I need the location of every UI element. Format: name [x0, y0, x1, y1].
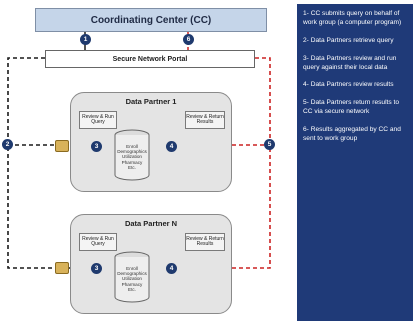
step-badge-5: 5: [264, 139, 275, 150]
right-return-route: [232, 57, 271, 269]
step-badge-3: 3: [91, 141, 102, 152]
partner-title: Data Partner 1: [125, 97, 177, 106]
coordinating-center-box: Coordinating Center (CC): [35, 8, 267, 32]
lock-icon: [55, 262, 69, 274]
step-badge-1: 1: [80, 34, 91, 45]
step-badge-6: 6: [183, 34, 194, 45]
database-icon: [114, 129, 150, 181]
steps-legend-panel: 1- CC submits query on behalf of work gr…: [297, 4, 413, 321]
step-badge-4: 4: [166, 263, 177, 274]
distributed-query-diagram: Coordinating Center (CC) 1 6 Secure Netw…: [2, 8, 275, 314]
review-return-results-box: Review & Return Results: [185, 111, 225, 129]
step-badge-2: 2: [2, 139, 13, 150]
partner-title: Data Partner N: [124, 219, 178, 228]
step-badge-3: 3: [91, 263, 102, 274]
step-badge-4: 4: [166, 141, 177, 152]
left-request-route: [7, 57, 70, 269]
step-text-1: 1- CC submits query on behalf of work gr…: [303, 10, 402, 26]
secure-network-portal-box: Secure Network Portal: [45, 50, 255, 68]
review-run-query-box: Review & Run Query: [79, 233, 117, 251]
local-data-label: Enroll Demographics Utilization Pharmacy…: [117, 265, 147, 292]
data-partner-n-panel: Data Partner N Review & Run Query Review…: [70, 214, 232, 314]
step-text-2: 2- Data Partners retrieve query: [303, 36, 394, 44]
step-text-5: 5- Data Partners return results to CC vi…: [303, 99, 400, 116]
local-data-label: Enroll Demographics Utilization Pharmacy…: [117, 143, 147, 170]
review-return-results-box: Review & Return Results: [185, 233, 225, 251]
step-text-3: 3- Data Partners review and run query ag…: [303, 54, 397, 71]
review-run-query-box: Review & Run Query: [79, 111, 117, 129]
lock-icon: [55, 140, 69, 152]
data-partner-1-panel: Data Partner 1 Review & Run Query Review…: [70, 92, 232, 192]
step-text-6: 6- Results aggregated by CC and sent to …: [303, 126, 401, 143]
step-text-4: 4- Data Partners review results: [303, 81, 394, 89]
database-icon: [114, 251, 150, 303]
